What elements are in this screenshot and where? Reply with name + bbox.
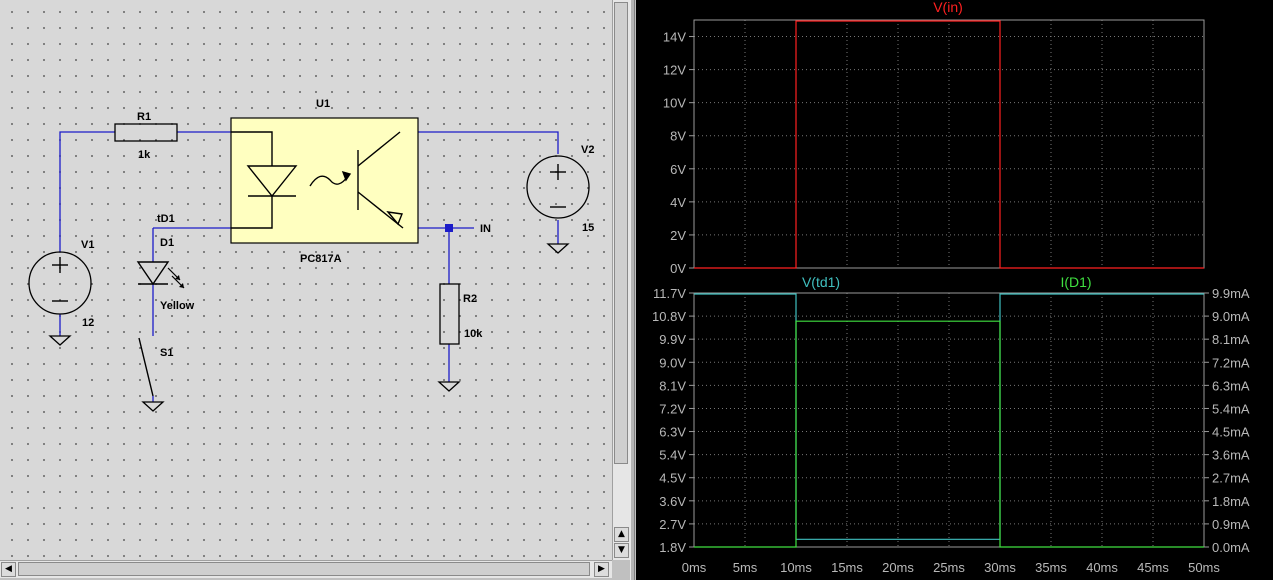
net-label-in: IN: [480, 223, 491, 235]
x-tick-label: 45ms: [1137, 560, 1169, 575]
vertical-scroll-thumb[interactable]: [614, 2, 628, 464]
top-y-tick-label: 14V: [663, 30, 686, 45]
bottom-y2-tick-label: 0.0mA: [1212, 540, 1250, 555]
waveform-canvas[interactable]: 0ms 5ms 10ms 15ms 20ms 25ms 30ms 35ms 40ms 45ms 50…: [636, 0, 1273, 580]
schematic-vertical-scrollbar[interactable]: ▲ ▼: [612, 0, 630, 560]
voltage-source-v2[interactable]: [526, 155, 590, 219]
optocoupler-u1[interactable]: [230, 117, 419, 244]
u1-ref: U1: [316, 98, 330, 110]
bottom-y2-tick-label: 5.4mA: [1212, 401, 1250, 416]
bottom-y-tick-label: 6.3V: [659, 425, 686, 440]
bottom-y-tick-label: 7.2V: [659, 401, 686, 416]
horizontal-scroll-thumb[interactable]: [18, 562, 590, 576]
r1-ref: R1: [137, 111, 151, 123]
bottom-y2-tick-label: 7.2mA: [1212, 355, 1250, 370]
bottom-y-tick-label: 11.7V: [653, 286, 686, 301]
v1-ground: [48, 335, 72, 346]
bottom-y-tick-label: 9.0V: [659, 355, 686, 370]
r2-ground: [437, 381, 461, 392]
d1-ref: D1: [160, 237, 174, 249]
x-tick-label: 25ms: [933, 560, 965, 575]
x-tick-label: 0ms: [682, 560, 707, 575]
v2-value: 15: [582, 222, 594, 234]
x-tick-label: 10ms: [780, 560, 812, 575]
bottom-y-tick-label: 2.7V: [659, 517, 686, 532]
x-tick-label: 35ms: [1035, 560, 1067, 575]
x-tick-label: 40ms: [1086, 560, 1118, 575]
voltage-source-v1[interactable]: [28, 251, 92, 315]
schematic-editor[interactable]: R1 1k U1 PC817A: [0, 0, 612, 560]
s1-ground: [141, 401, 165, 412]
bottom-y-tick-label: 5.4V: [659, 448, 686, 463]
net-label-td1: tD1: [157, 213, 175, 225]
trace-id1: [694, 320, 1204, 548]
led-d1[interactable]: [136, 261, 185, 289]
top-y-tick-label: 10V: [663, 96, 686, 111]
trace-label-vtd1[interactable]: V(td1): [802, 274, 840, 290]
junction-in[interactable]: [445, 224, 453, 232]
resistor-r1[interactable]: [114, 123, 178, 142]
r2-value: 10k: [464, 328, 483, 340]
top-y-tick-label: 0V: [670, 261, 686, 276]
schematic-horizontal-scrollbar[interactable]: ◀ ▶: [0, 560, 612, 578]
scroll-right-button[interactable]: ▶: [594, 562, 609, 577]
d1-value: Yellow: [160, 300, 195, 312]
x-tick-label: 5ms: [733, 560, 758, 575]
bottom-y2-tick-label: 0.9mA: [1212, 517, 1250, 532]
v1-value: 12: [82, 317, 94, 329]
bottom-y2-tick-label: 6.3mA: [1212, 378, 1250, 393]
r1-value: 1k: [138, 149, 151, 161]
pane-splitter[interactable]: [630, 0, 635, 580]
scrollbar-corner: [612, 560, 630, 580]
switch-s1[interactable]: [138, 337, 154, 397]
s1-ref: S1: [160, 347, 173, 359]
bottom-y2-tick-label: 8.1mA: [1212, 332, 1250, 347]
scroll-left-button[interactable]: ◀: [1, 562, 16, 577]
schematic-canvas[interactable]: R1 1k U1 PC817A: [0, 0, 612, 560]
resistor-r2[interactable]: [439, 283, 460, 345]
bottom-y-tick-label: 4.5V: [659, 471, 686, 486]
v2-ref: V2: [581, 144, 594, 156]
bottom-y-tick-label: 1.8V: [659, 540, 686, 555]
top-y-tick-label: 2V: [670, 228, 686, 243]
top-y-tick-label: 8V: [670, 129, 686, 144]
trace-vin: [694, 20, 1204, 269]
x-tick-label: 30ms: [984, 560, 1016, 575]
top-y-tick-label: 12V: [663, 63, 686, 78]
waveform-viewer[interactable]: 0ms 5ms 10ms 15ms 20ms 25ms 30ms 35ms 40ms 45ms 50…: [636, 0, 1273, 580]
bottom-y-tick-label: 3.6V: [659, 494, 686, 509]
top-pane-grid: [694, 20, 1204, 268]
trace-label-id1[interactable]: I(D1): [1060, 274, 1091, 290]
bottom-y-tick-label: 8.1V: [659, 378, 686, 393]
r2-ref: R2: [463, 293, 477, 305]
bottom-plot-frame: [693, 292, 1205, 548]
x-tick-label: 20ms: [882, 560, 914, 575]
v2-ground: [546, 243, 570, 254]
bottom-pane-grid: [694, 293, 1204, 547]
trace-vtd1: [694, 293, 1204, 540]
x-tick-label: 50ms: [1188, 560, 1220, 575]
u1-value: PC817A: [300, 253, 342, 265]
top-y-tick-label: 4V: [670, 195, 686, 210]
bottom-y2-tick-label: 1.8mA: [1212, 494, 1250, 509]
bottom-y2-tick-label: 9.0mA: [1212, 309, 1250, 324]
trace-label-vin[interactable]: V(in): [933, 0, 963, 15]
bottom-y2-tick-label: 3.6mA: [1212, 448, 1250, 463]
scroll-down-button[interactable]: ▼: [614, 543, 629, 558]
bottom-y-tick-label: 10.8V: [652, 309, 686, 324]
bottom-y2-tick-label: 9.9mA: [1212, 286, 1250, 301]
top-plot-frame: [693, 19, 1205, 269]
top-y-tick-label: 6V: [670, 162, 686, 177]
v1-ref: V1: [81, 239, 94, 251]
x-tick-label: 15ms: [831, 560, 863, 575]
scroll-up-button[interactable]: ▲: [614, 527, 629, 542]
bottom-y-tick-label: 9.9V: [659, 332, 686, 347]
bottom-y2-tick-label: 2.7mA: [1212, 471, 1250, 486]
bottom-y2-tick-label: 4.5mA: [1212, 425, 1250, 440]
